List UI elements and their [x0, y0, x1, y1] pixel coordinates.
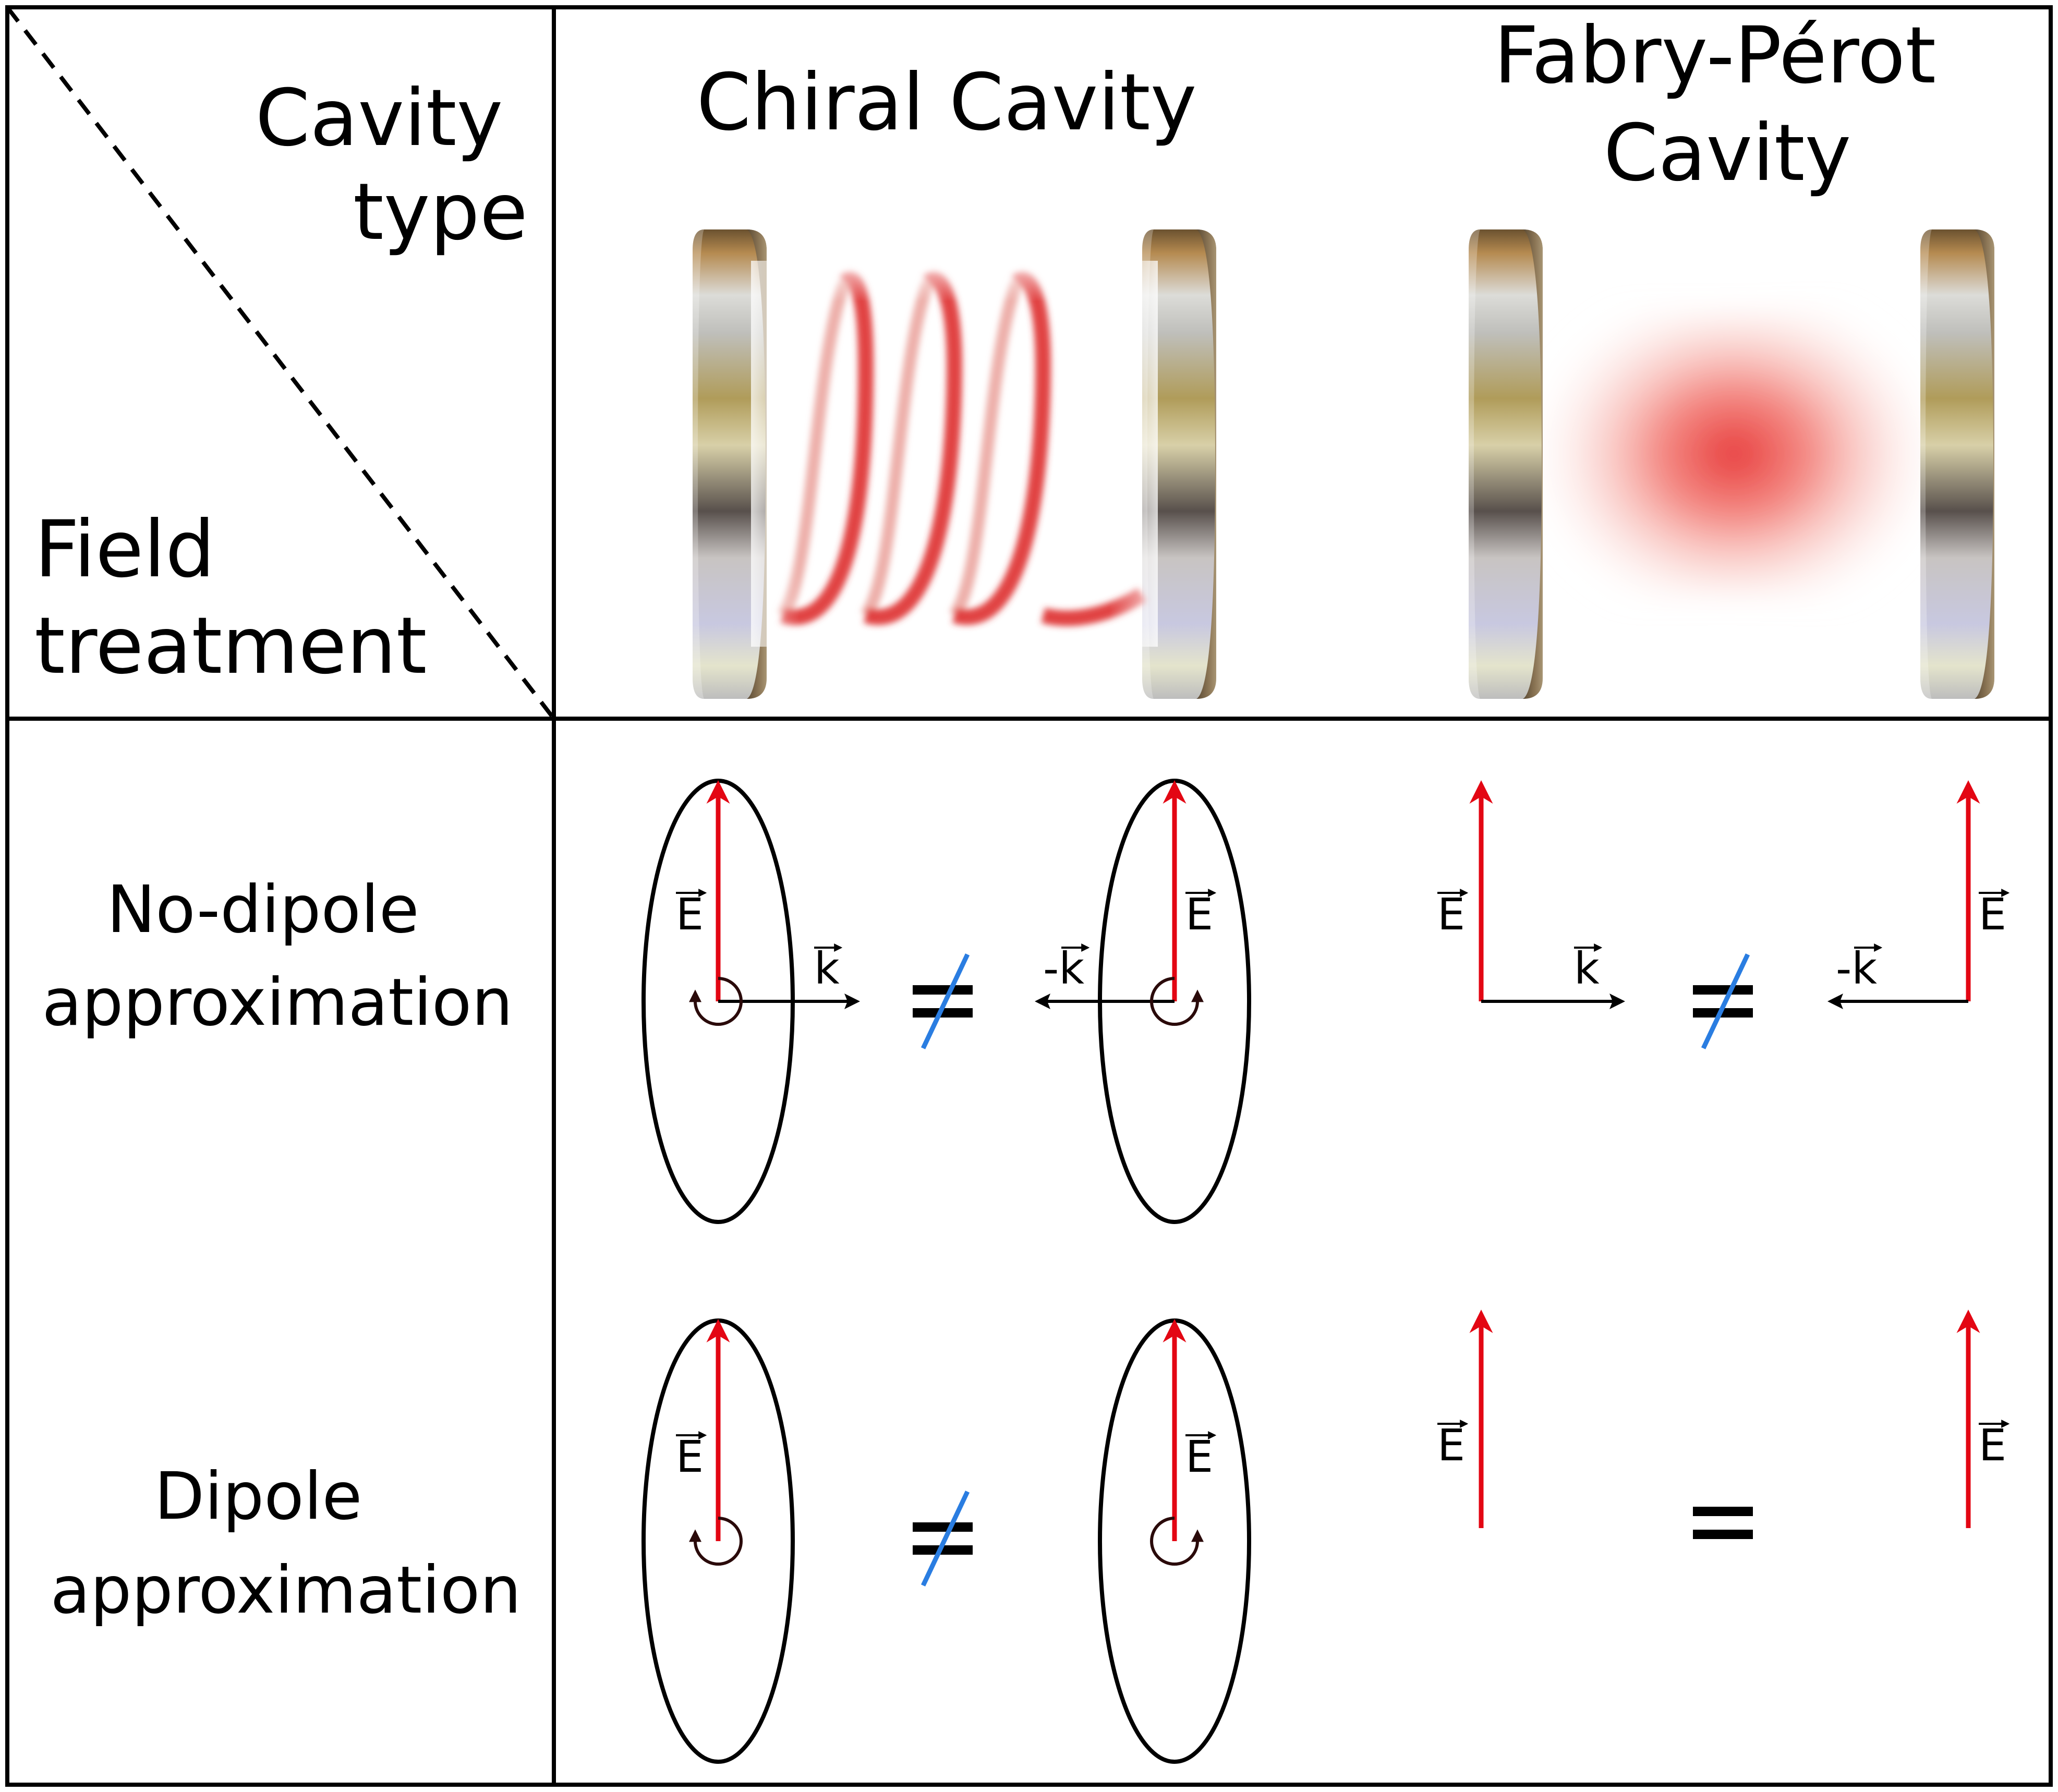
fp-dipole-right: E: [1956, 1310, 2010, 1528]
corner-diagonal-divider: [5, 6, 556, 720]
dipole-approximation-label: Dipole approximation: [50, 1459, 521, 1628]
chiral-cavity-title: Chiral Cavity: [696, 57, 1196, 148]
e-vector-label: E: [1185, 889, 1213, 940]
cavity-mirror-icon: [1920, 229, 1994, 699]
not-equal-sign: [1693, 953, 1753, 1049]
e-vector-label: E: [1185, 1431, 1213, 1482]
chiral-cavity-illustration: [693, 229, 1216, 699]
k-vector-label: k: [814, 943, 840, 994]
gaussian-beam-icon: [1539, 292, 1930, 615]
equal-sign: [1693, 1507, 1753, 1539]
minus-k-vector-label: -k: [1836, 943, 1877, 994]
table-border: [5, 5, 2053, 1787]
table-grid: [5, 5, 2053, 1787]
fabry-perot-cavity-illustration: [1469, 229, 1994, 699]
e-vector-label: E: [1437, 1420, 1465, 1471]
e-vector-label: E: [1979, 1420, 2006, 1471]
e-vector-label: E: [676, 889, 704, 940]
chiral-dipole-right: E: [1098, 1318, 1251, 1764]
fp-dipole-left: E: [1437, 1310, 1493, 1528]
circular-rotation-arrow-icon: [689, 977, 743, 1026]
field-treatment-label: Field treatment: [34, 504, 427, 692]
chiral-no-dipole-left: E k: [641, 779, 860, 1224]
minus-k-vector-label: -k: [1043, 943, 1084, 994]
cavity-mirror-icon: [1469, 229, 1543, 699]
cavity-type-label: Cavity type: [256, 73, 528, 258]
fabry-perot-cavity-title: Fabry-Pérot Cavity: [1494, 10, 1961, 199]
no-dipole-approximation-label: No-dipole approximation: [42, 872, 513, 1040]
e-vector-label: E: [676, 1431, 704, 1482]
circular-rotation-arrow-icon: [689, 1517, 743, 1566]
circular-rotation-arrow-icon: [1150, 977, 1204, 1026]
e-vector-label: E: [1437, 889, 1465, 940]
fp-no-dipole-left: E k: [1437, 780, 1625, 1009]
e-vector-label: E: [1979, 889, 2006, 940]
not-equal-sign: [913, 953, 973, 1049]
fp-no-dipole-right: E -k: [1827, 780, 2010, 1009]
not-equal-sign: [913, 1491, 973, 1587]
circular-rotation-arrow-icon: [1150, 1517, 1204, 1566]
chiral-dipole-left: E: [641, 1318, 795, 1764]
chiral-no-dipole-right: E -k: [1035, 779, 1251, 1224]
k-vector-label: k: [1574, 943, 1600, 994]
